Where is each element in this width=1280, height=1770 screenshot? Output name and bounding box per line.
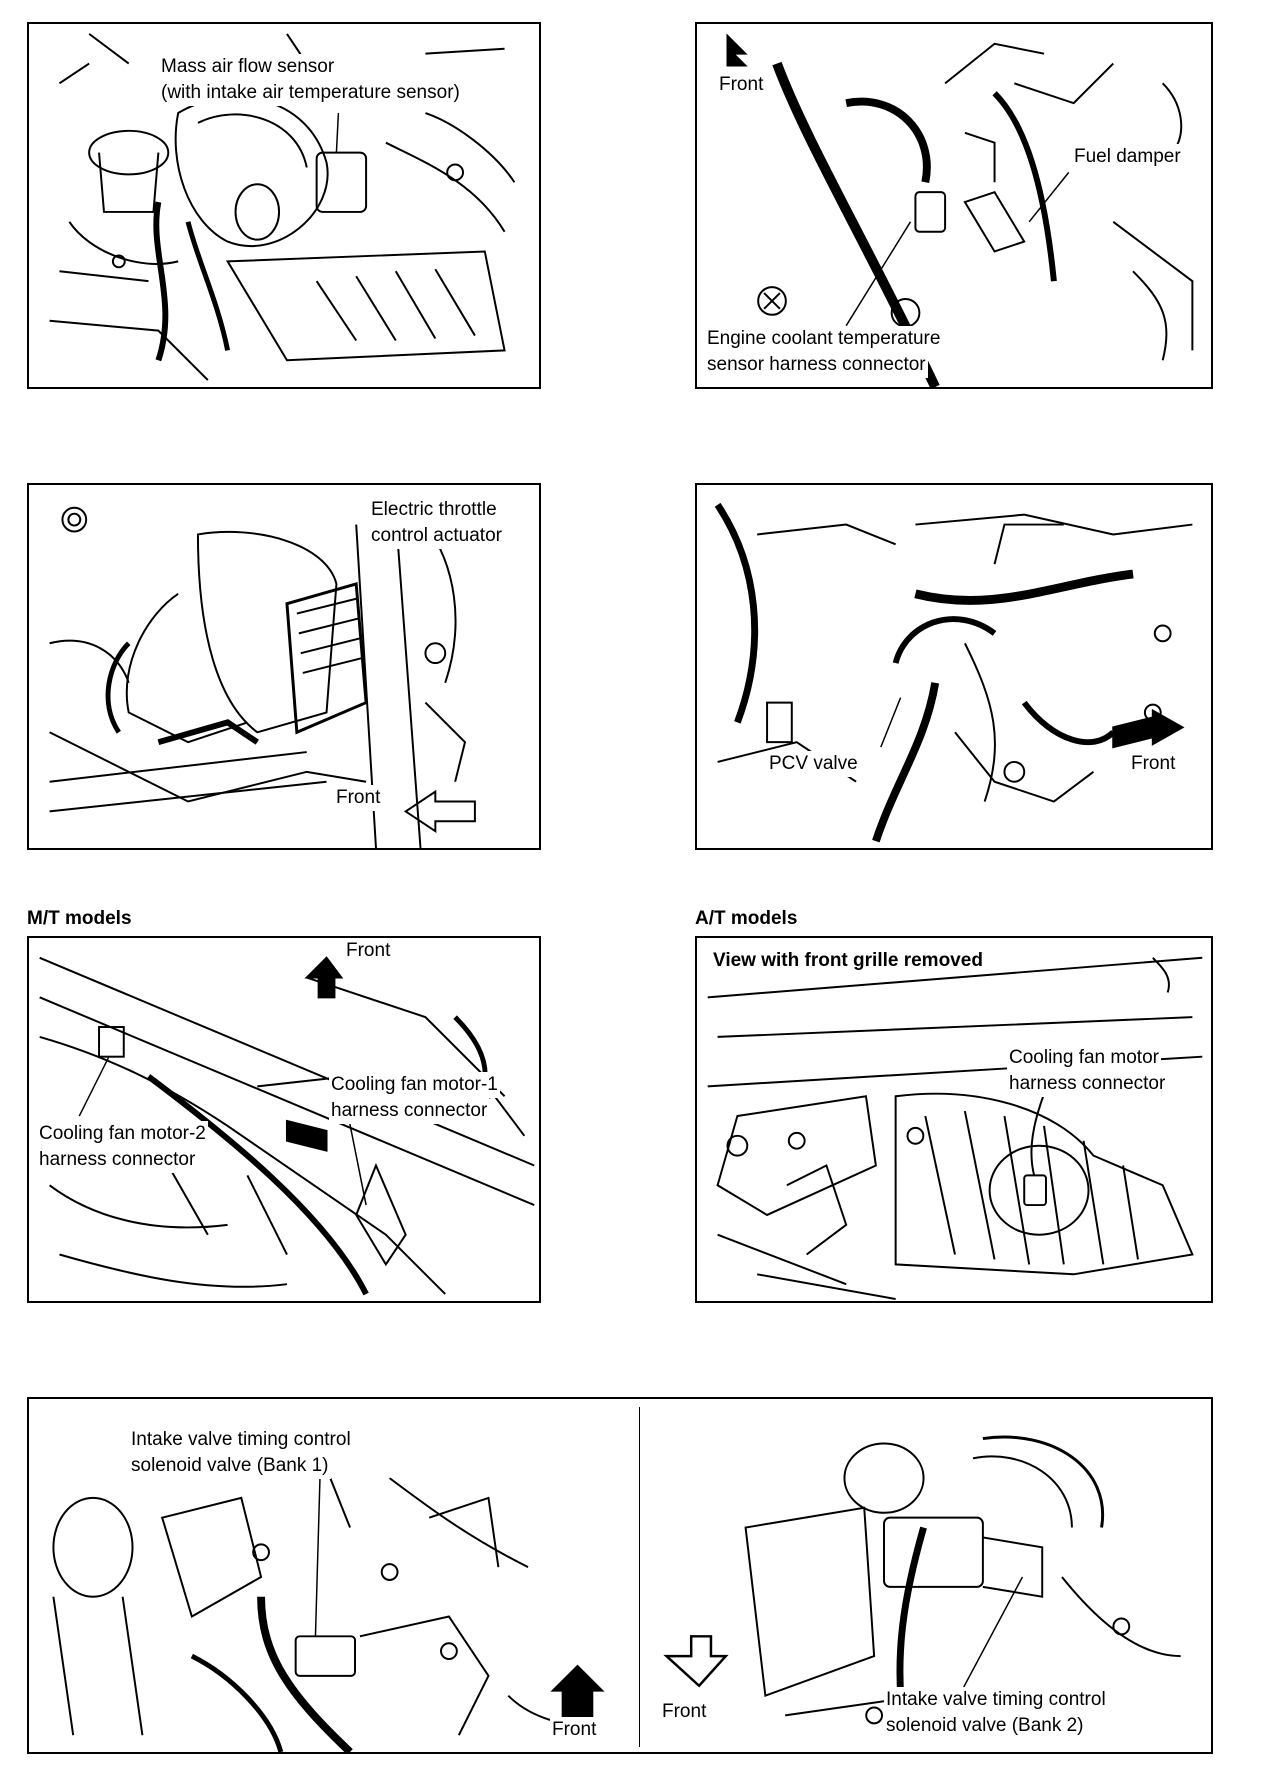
at-models-heading: A/T models xyxy=(695,908,798,929)
ect-front-label: Front xyxy=(717,72,766,98)
maf-label-line1: Mass air flow sensor xyxy=(159,54,337,80)
at-view-note: View with front grille removed xyxy=(711,948,985,974)
front-arrow-icon xyxy=(550,1664,605,1722)
panel-electric-throttle: Electric throttle control actuator Front xyxy=(27,483,541,850)
ect-label-line1: Engine coolant temperature xyxy=(705,326,943,352)
ivtc-bank2-line1: Intake valve timing control xyxy=(884,1687,1108,1713)
mt-fan2-line1: Cooling fan motor-2 xyxy=(37,1121,208,1147)
panel-mt-cooling-fan: Front Cooling fan motor-1 harness connec… xyxy=(27,936,541,1303)
mt-front-label: Front xyxy=(344,938,393,964)
etc-front-label: Front xyxy=(334,785,383,811)
front-arrow-icon xyxy=(285,1119,328,1152)
etc-engine-drawing xyxy=(49,506,476,848)
maf-engine-drawing xyxy=(49,33,516,381)
ivtc-front-left: Front xyxy=(550,1717,599,1743)
pcv-valve-label: PCV valve xyxy=(767,751,860,777)
fuel-damper-label: Fuel damper xyxy=(1072,144,1183,170)
panel-ect-sensor: Front Fuel damper Engine coolant tempera… xyxy=(695,22,1213,389)
pcv-engine-drawing xyxy=(714,502,1193,843)
panel-ivtc-solenoid: Intake valve timing control solenoid val… xyxy=(27,1397,1213,1754)
front-arrow-icon xyxy=(663,1635,729,1688)
ivtc-bank2-line2: solenoid valve (Bank 2) xyxy=(884,1713,1086,1739)
panel-mass-air-flow-sensor: Mass air flow sensor (with intake air te… xyxy=(27,22,541,389)
at-fan-line2: harness connector xyxy=(1007,1071,1168,1097)
at-engine-drawing xyxy=(707,956,1203,1300)
ivtc-bank1-line2: solenoid valve (Bank 1) xyxy=(129,1453,331,1479)
front-arrow-icon xyxy=(726,33,748,67)
pcv-front-label: Front xyxy=(1129,751,1178,777)
maf-label-line2: (with intake air temperature sensor) xyxy=(159,80,462,106)
panel-pcv-valve: PCV valve Front xyxy=(695,483,1213,850)
etc-label-line1: Electric throttle xyxy=(369,497,499,523)
front-arrow-icon xyxy=(403,789,476,834)
mt-models-heading: M/T models xyxy=(27,908,132,929)
mt-fan1-line1: Cooling fan motor-1 xyxy=(329,1072,500,1098)
ivtc-bank1-line1: Intake valve timing control xyxy=(129,1427,353,1453)
etc-label-line2: control actuator xyxy=(369,523,504,549)
mt-engine-drawing xyxy=(39,956,535,1296)
panel-at-cooling-fan: View with front grille removed Cooling f… xyxy=(695,936,1213,1303)
at-fan-line1: Cooling fan motor xyxy=(1007,1045,1161,1071)
ivtc-divider xyxy=(639,1407,640,1747)
ect-label-line2: sensor harness connector xyxy=(705,352,928,378)
front-arrow-icon xyxy=(1112,708,1185,749)
mt-fan2-line2: harness connector xyxy=(37,1147,198,1173)
mt-fan1-line2: harness connector xyxy=(329,1098,490,1124)
ivtc-front-right: Front xyxy=(660,1699,709,1725)
